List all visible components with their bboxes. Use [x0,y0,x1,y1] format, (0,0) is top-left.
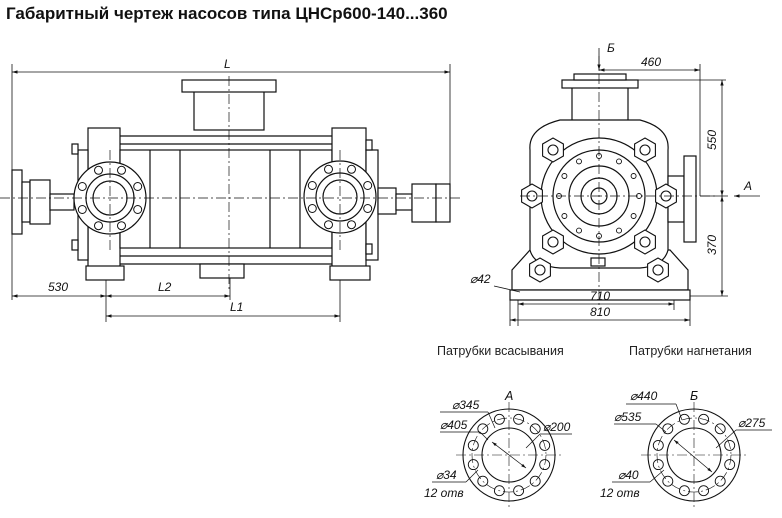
dim-overall-length: L [224,57,231,71]
flange-hole [513,485,525,497]
view-a-marker: А [743,179,752,193]
front-suction-flange [683,155,697,243]
discharge-d-bore: ⌀275 [738,416,766,430]
stud [576,158,582,165]
suction-view-label: А [504,389,513,403]
front-tie-bolt-nuts [521,137,677,283]
hex-nut-bore [547,144,559,156]
flange-bolt [117,165,126,175]
flange-hole [714,475,726,487]
flange-bolt [77,205,87,214]
flange-bolt [347,220,356,230]
suction-d-outer: ⌀405 [440,418,468,432]
flange-hole [467,439,479,451]
flange-bolt [133,182,143,191]
dim-550: 550 [705,130,719,150]
side-flange-bolts [77,164,373,231]
dim-hole-42: ⌀42 [470,272,491,286]
flange-bolt [324,220,333,230]
page-title: Габаритный чертеж насосов типа ЦНСр600-1… [6,4,448,23]
flange-hole [477,475,489,487]
dim-370: 370 [705,235,719,255]
flange-hole [662,475,674,487]
suction-d-bolt: ⌀345 [452,398,480,412]
left-bearing-housing [29,179,51,225]
stud [561,173,568,179]
dim-460: 460 [641,55,661,69]
discharge-view-label: Б [690,389,698,403]
flange-hole [467,459,479,471]
hex-nut-bore [639,236,651,248]
view-b-marker: Б [607,41,615,55]
flange-hole [652,459,664,471]
stud [561,213,568,219]
suction-flange-leaders [432,411,572,483]
hex-nut-bore [652,264,664,276]
flange-bolt [117,221,126,231]
flange-bolt [133,205,143,214]
flange-hole [529,475,541,487]
hex-nut-bore [534,264,546,276]
discharge-holes-count: 12 отв [600,486,640,500]
dim-l2: L2 [158,280,172,294]
flange-bolt [94,165,103,175]
flange-bolt [307,204,317,213]
pump-body [119,149,333,249]
stud [576,227,582,234]
stud [630,213,637,219]
discharge-d-bolt: ⌀440 [630,389,658,403]
right-bearing-housing [411,183,437,223]
dim-l1: L1 [230,300,243,314]
side-centre-lines [0,76,460,290]
discharge-d-hole: ⌀40 [618,468,639,482]
dim-810: 810 [590,305,610,319]
suction-holes-count: 12 отв [424,486,464,500]
discharge-d-outer: ⌀535 [614,410,642,424]
discharge-caption: Патрубки нагнетания [629,344,752,358]
hex-nut-bore [547,236,559,248]
discharge-flange-leaders [612,403,772,483]
stud [630,173,637,179]
side-view [11,79,451,281]
stud [616,158,622,165]
left-coupling-flange [11,169,23,235]
flange-bolt [77,182,87,191]
flange-hole [652,439,664,451]
flange-bolt [324,164,333,174]
front-top-nozzle [571,85,629,123]
flange-hole [698,485,710,497]
discharge-flange-side [303,160,377,234]
side-dimensions [11,64,451,322]
stud [616,227,622,234]
flange-bolt [307,181,317,190]
suction-caption: Патрубки всасывания [437,344,564,358]
flange-bolt [94,221,103,231]
flange-bolt [363,204,373,213]
flange-bolt [347,164,356,174]
hex-nut-bore [639,144,651,156]
suction-d-hole: ⌀34 [436,468,457,482]
dim-left-offset: 530 [48,280,68,294]
front-centre-lines [520,56,716,306]
dim-710: 710 [590,289,610,303]
flange-bolt [363,181,373,190]
suction-d-bore: ⌀200 [543,420,571,434]
front-dimensions [493,48,760,326]
